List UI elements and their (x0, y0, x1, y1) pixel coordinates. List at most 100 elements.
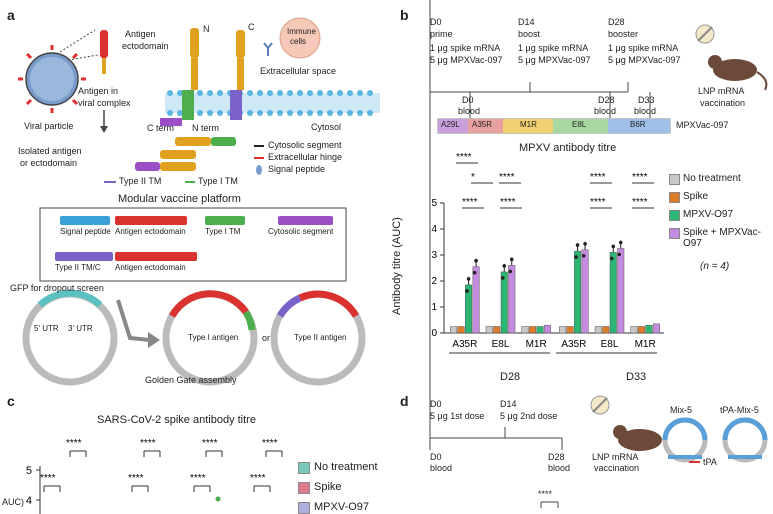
significance-star: **** (40, 473, 56, 484)
module-label-type2: Type II TM/C (55, 263, 101, 272)
utr3-label: 3' UTR (68, 324, 93, 333)
data-point (502, 264, 507, 268)
schedule-d14-day: D14 (518, 17, 535, 27)
data-point (581, 254, 586, 258)
significance-star: **** (202, 438, 218, 449)
data-point (472, 270, 477, 275)
schedule-d0-vac: 5 μg MPXVac-097 (430, 55, 503, 65)
mouse-icon (708, 55, 768, 91)
bar (521, 326, 529, 334)
y-tick-label: 5 (431, 198, 437, 209)
antigen-ectodomain-label-1: Antigen (125, 29, 156, 39)
isolated-label-2: or ectodomain (20, 158, 78, 168)
legend-combo: Spike + MPXVac-O97 (683, 227, 761, 249)
or-label: or (262, 333, 271, 343)
data-point (500, 276, 505, 280)
isolated-antigen-icons (135, 137, 236, 171)
chart-b-ylabel: Antibody titre (AUC) (391, 217, 403, 315)
bleed-d28-label: blood (594, 106, 617, 116)
significance-star: * (471, 172, 475, 183)
legend-no-treatment: No treatment (683, 173, 741, 184)
d-dose1: 5 μg 1st dose (430, 411, 485, 421)
mix5-plasmid-icon (662, 417, 708, 463)
significance-star: **** (590, 197, 606, 208)
plasmid-backbone-icon (22, 289, 118, 386)
modular-title: Modular vaccine platform (118, 193, 241, 205)
d-tpa: tPA (703, 457, 717, 467)
sars-cov2-antibody-chart: 45******************************** (26, 438, 283, 514)
type2-antigen-label: Type II antigen (294, 333, 347, 342)
antigen-complex-label-1: Antigen in (78, 86, 119, 96)
significance-star: **** (499, 172, 515, 183)
y-tick-label: 4 (431, 224, 437, 235)
bar (508, 265, 516, 334)
module-label-signal: Signal peptide (60, 227, 111, 236)
d-stars: **** (538, 489, 553, 499)
bleed-d33-day: D33 (638, 95, 655, 105)
schedule-d28-mrna: 1 μg spike mRNA (608, 43, 679, 53)
y-tick-label: 3 (431, 250, 437, 261)
bleed-d0-day: D0 (462, 95, 474, 105)
bar (450, 326, 458, 334)
module-label-cytosolic: Cytosolic segment (268, 227, 334, 236)
legend-type2: Type II TM (119, 176, 162, 186)
d-d0: D0 (430, 399, 442, 409)
c-legend-mpxv: MPXV-O97 (314, 501, 370, 513)
syringe-icon-d (590, 395, 610, 415)
chart-c-ylabel: AUC) (2, 497, 24, 507)
data-point (474, 258, 478, 263)
module-bars (55, 216, 333, 261)
significance-star: **** (140, 438, 156, 449)
x-tick-label: A35R (452, 339, 477, 350)
bar (559, 326, 567, 334)
immune-cells-label-2: cells (290, 37, 307, 46)
bar (645, 324, 653, 334)
data-point (465, 289, 469, 293)
segment-a35r: A35R (472, 120, 493, 129)
isolated-label-1: Isolated antigen (18, 146, 82, 156)
immune-cells-label-1: Immune (287, 27, 316, 36)
bar (457, 326, 465, 334)
significance-star: **** (632, 172, 648, 183)
panel-d-letter: d (400, 393, 409, 409)
legend-cytosolic: Cytosolic segment (268, 140, 342, 150)
data-point (466, 277, 471, 281)
d-mix5: Mix-5 (670, 405, 692, 415)
x-tick-label: M1R (526, 339, 547, 350)
panel-c-letter: c (7, 393, 15, 409)
d-d14: D14 (500, 399, 517, 409)
legend-swatch-combo (669, 228, 680, 239)
d-lnp-1: LNP mRNA (592, 452, 639, 462)
mouse-icon-d (613, 425, 662, 451)
bar (536, 326, 544, 334)
schedule-d14-name: boost (518, 29, 541, 39)
schedule-d0-name: prime (430, 29, 453, 39)
immune-cell-icon (279, 17, 321, 59)
legend-swatch-spike (669, 192, 680, 203)
schedule-d28-vac: 5 μg MPXVac-097 (608, 55, 681, 65)
schedule-d28-day: D28 (608, 17, 625, 27)
bar (652, 323, 660, 334)
assembly-arrow (116, 299, 151, 342)
bleed-d28-day: D28 (598, 95, 615, 105)
type2-plasmid-icon (270, 290, 366, 386)
gfp-label: GFP for dropout screen (10, 283, 104, 293)
schedule-d28-name: booster (608, 29, 639, 39)
bar (485, 326, 493, 334)
chart-c-title: SARS-CoV-2 spike antibody titre (97, 414, 256, 426)
schedule-d14-mrna: 1 μg spike mRNA (518, 43, 589, 53)
syringe-icon (695, 24, 715, 44)
c-legend-spike: Spike (314, 481, 342, 493)
significance-star: **** (500, 197, 516, 208)
x-tick-label: E8L (492, 339, 510, 350)
c-term-label: C term (147, 123, 174, 133)
data-point (574, 255, 578, 259)
module-label-type1: Type I TM (205, 227, 241, 236)
construct-bar (437, 118, 671, 134)
schedule-d0-day: D0 (430, 17, 442, 27)
bar (500, 271, 508, 334)
significance-star: **** (190, 473, 206, 484)
legend-mpxv: MPXV-O97 (683, 209, 734, 220)
